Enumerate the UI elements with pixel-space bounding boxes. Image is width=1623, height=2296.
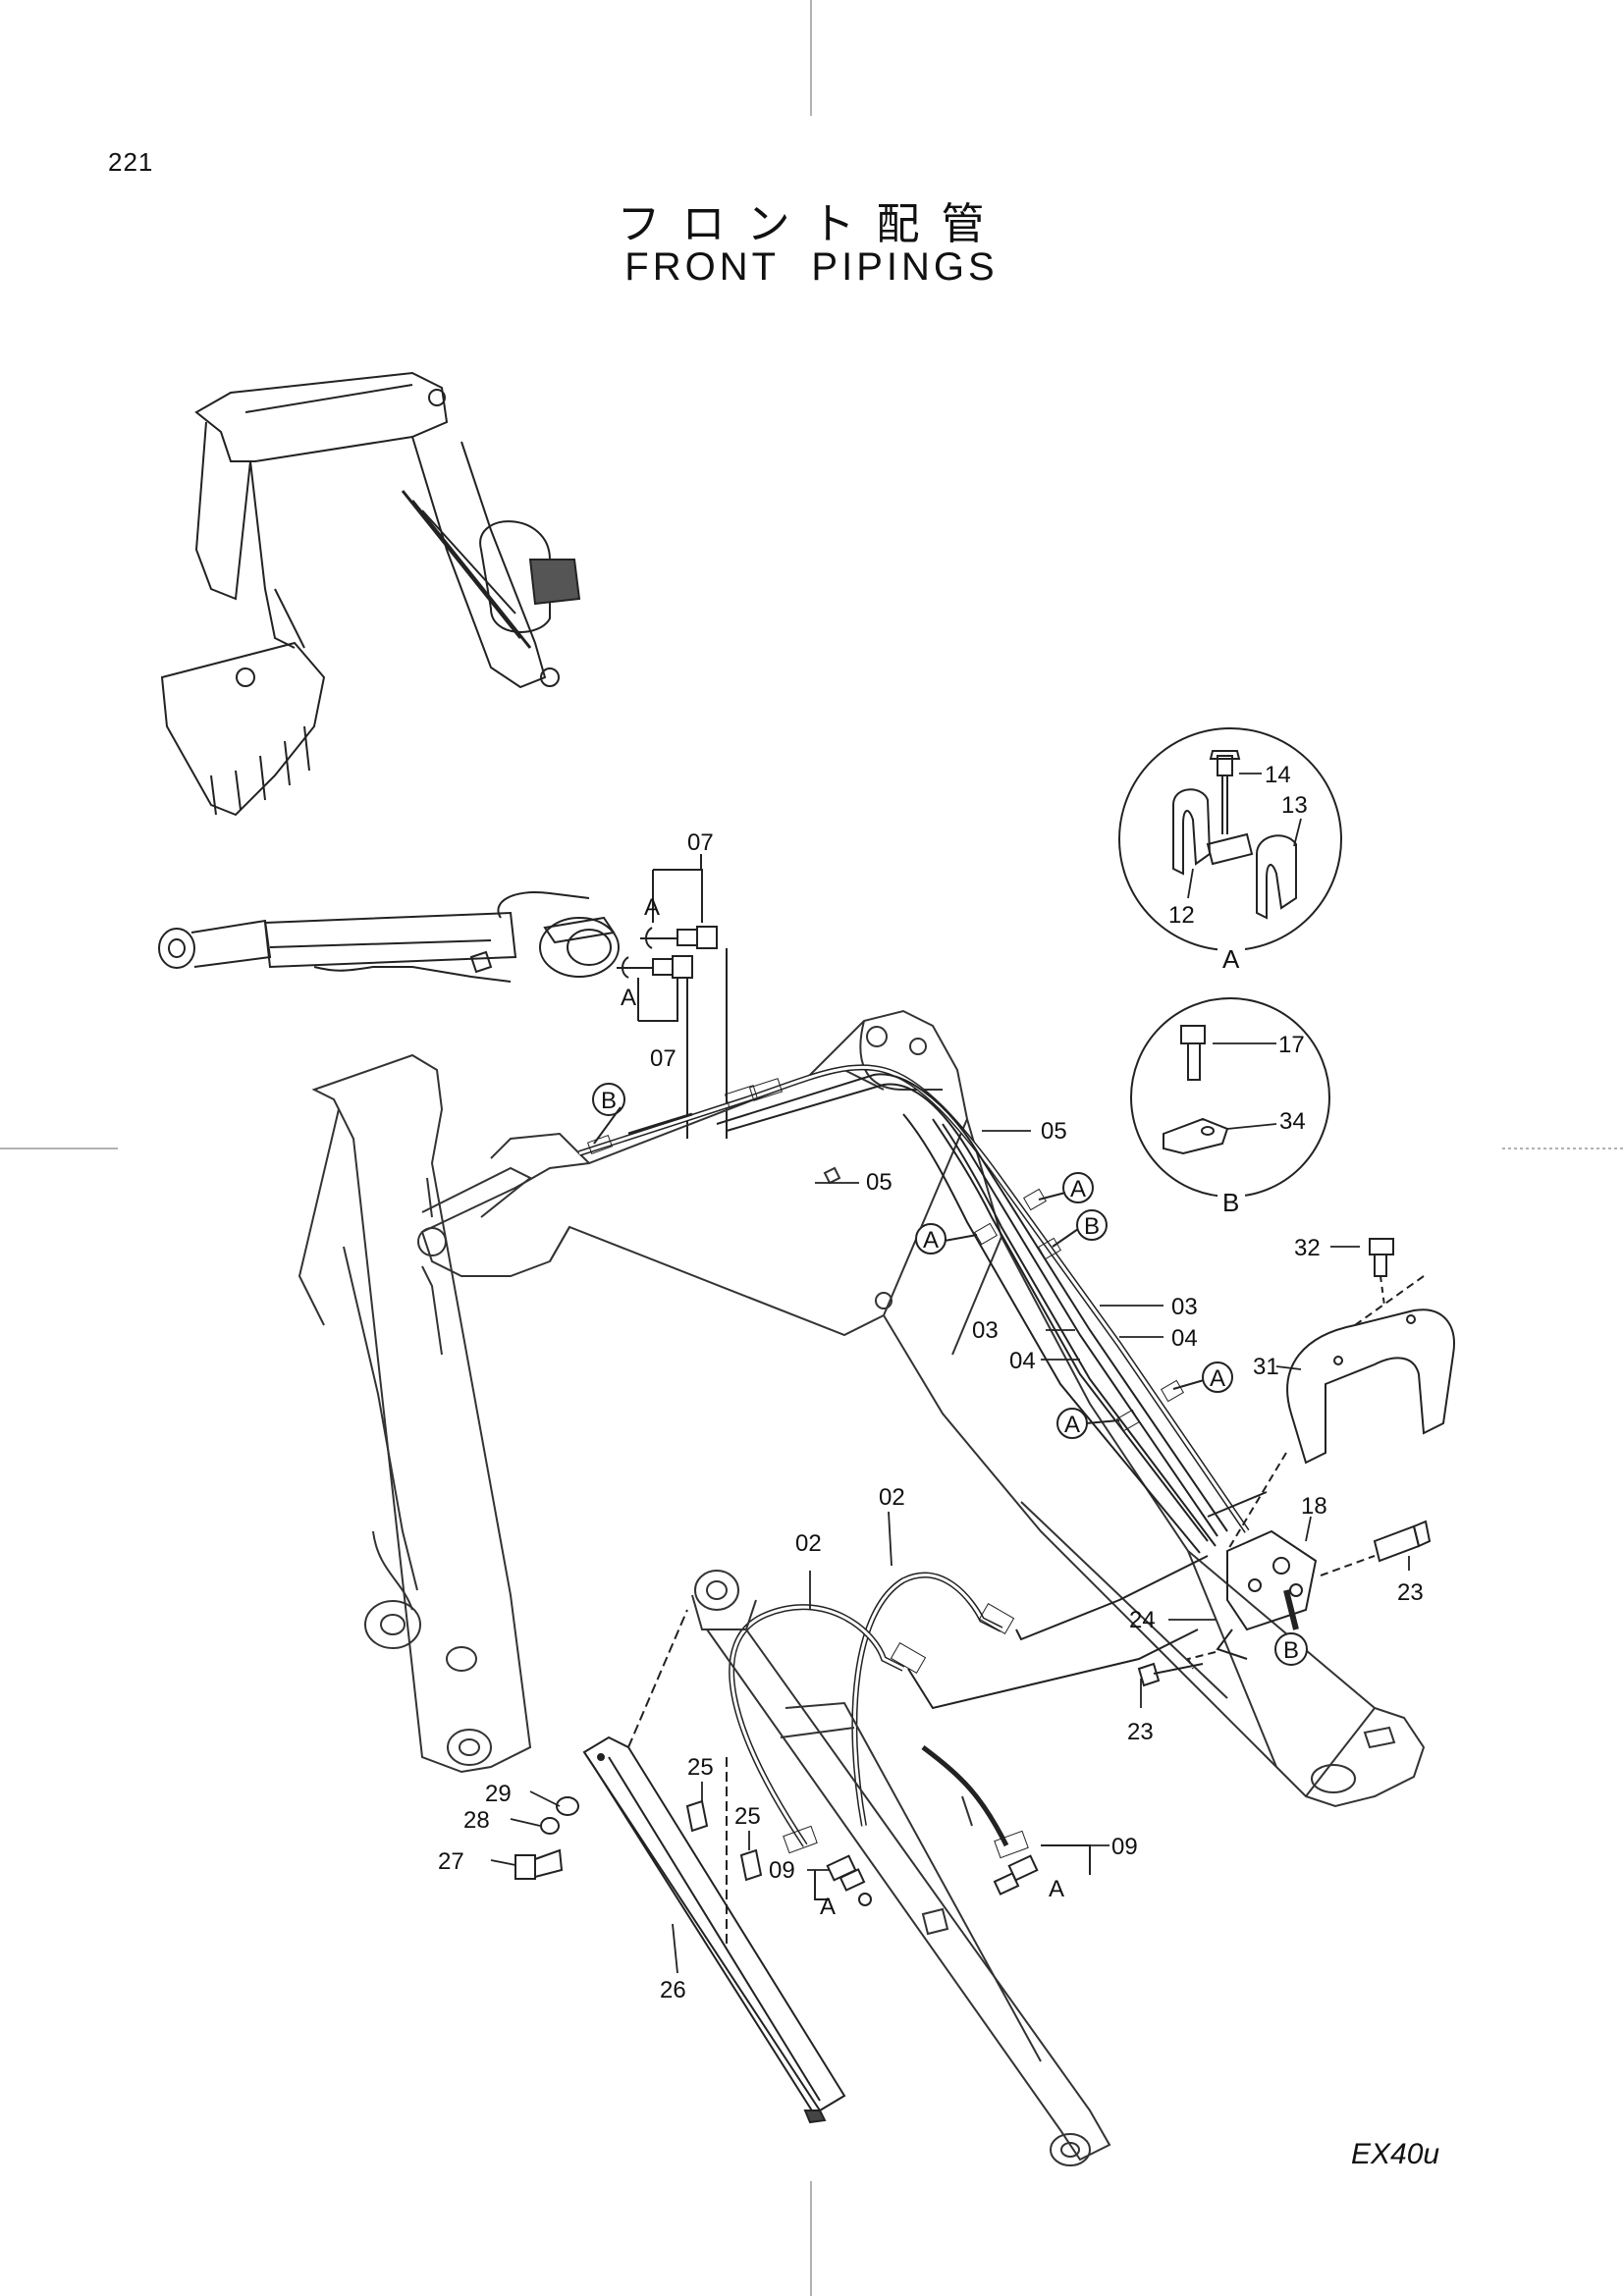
part-label-04-right: 04 (1171, 1325, 1198, 1352)
part-label-07-bottom: 07 (650, 1045, 676, 1072)
part-label-24: 24 (1129, 1607, 1156, 1633)
ref-letter-a-upper-right: A (1070, 1176, 1086, 1202)
part-label-34: 34 (1279, 1108, 1306, 1135)
title-english: FRONT PIPINGS (624, 245, 999, 289)
ref-letter-a-07-top: A (644, 894, 660, 921)
part-label-14: 14 (1265, 762, 1291, 788)
circled-ref-letter-text: B A B A A A B (601, 1088, 1299, 1664)
part-label-29: 29 (485, 1781, 512, 1807)
ref-letter-a-lower-right: A (1210, 1365, 1225, 1392)
detail-b-circle (1130, 997, 1330, 1198)
part-label-27: 27 (438, 1848, 464, 1875)
detail-a-circle (1118, 727, 1342, 951)
cover-31 (1226, 1238, 1455, 1552)
part-label-25-left: 25 (687, 1754, 714, 1781)
guard-26 (582, 1609, 846, 2124)
part-label-05-right: 05 (1041, 1118, 1067, 1145)
part-label-26: 26 (660, 1977, 686, 2003)
detail-a-label: A (1222, 944, 1240, 974)
boom-illustration (298, 1009, 1426, 1808)
part-label-09-right: 09 (1111, 1834, 1138, 1860)
part-number-labels: 14 13 12 17 34 07 07 05 05 03 03 04 04 3… (438, 762, 1424, 2003)
part-label-03-left: 03 (972, 1317, 999, 1344)
ref-letter-a-09-right: A (1049, 1876, 1064, 1902)
part-label-03-right: 03 (1171, 1294, 1198, 1320)
ref-letter-b-block: B (1283, 1637, 1299, 1664)
model-code: EX40u (1351, 2138, 1440, 2170)
ref-letter-b-upper-right: B (1084, 1213, 1100, 1240)
circled-ref-letters (592, 1083, 1308, 1666)
part-label-25-right: 25 (734, 1803, 761, 1830)
excavator-overview-illustration (160, 371, 581, 817)
detail-callout-labels: A B (1217, 942, 1245, 1217)
part-label-12: 12 (1168, 902, 1195, 929)
ref-letter-a-07-bottom: A (621, 985, 636, 1011)
part-label-05-left: 05 (866, 1169, 893, 1196)
page-number: 221 (108, 147, 154, 177)
ref-letter-a-09-left: A (820, 1894, 836, 1920)
bucket-cylinder-illustration (691, 1570, 1111, 2166)
part-label-31: 31 (1253, 1354, 1279, 1380)
detail-b-label: B (1222, 1188, 1239, 1217)
pipe-lines-05-03-04 (578, 1064, 1250, 1554)
ref-letter-a-upper-left: A (923, 1227, 939, 1254)
part-label-18: 18 (1301, 1493, 1327, 1520)
hoses-02 (729, 1555, 1209, 1859)
part-label-23-bottom: 23 (1127, 1719, 1154, 1745)
part-label-28: 28 (463, 1807, 490, 1834)
ref-letter-b-hose-end: B (601, 1088, 617, 1114)
part-label-17: 17 (1278, 1032, 1305, 1058)
part-label-09-left: 09 (769, 1857, 795, 1884)
part-label-02-left: 02 (795, 1530, 822, 1557)
part-label-07-top: 07 (687, 829, 714, 856)
part-label-04-left: 04 (1009, 1348, 1036, 1374)
ref-letter-a-lower-left: A (1064, 1412, 1080, 1438)
leader-lines (490, 773, 1410, 1974)
fitting-ref-letters: A A A A (621, 894, 1064, 1920)
bolt-27-washers (514, 1796, 579, 1880)
part-label-13: 13 (1281, 792, 1308, 819)
part-label-23-right: 23 (1397, 1579, 1424, 1606)
title-japanese: フロント配管 (617, 199, 1006, 249)
arm-cylinder-illustration (158, 891, 620, 983)
part-label-02-right: 02 (879, 1484, 905, 1511)
part-label-32: 32 (1294, 1235, 1321, 1261)
junction-block-18 (1137, 1491, 1432, 1687)
